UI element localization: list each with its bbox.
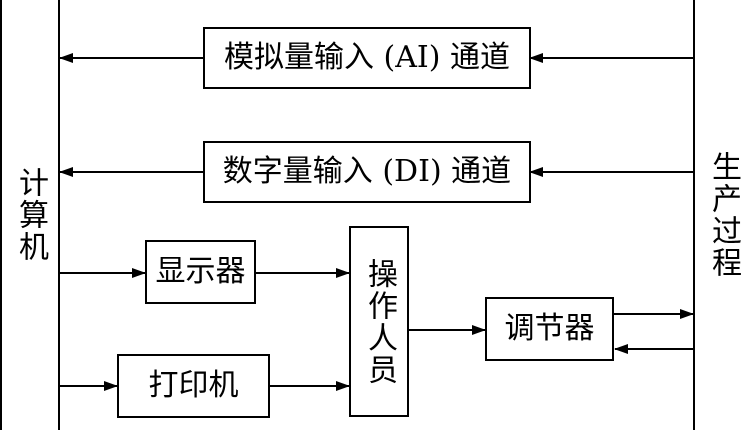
process-block: 生产过程	[693, 0, 751, 430]
printer-label: 打印机	[148, 368, 239, 403]
operator-label: 操作人员	[362, 257, 397, 386]
di-channel-block: 数字量输入 (DI) 通道	[203, 141, 531, 203]
computer-label: 计算机	[13, 167, 48, 263]
process-label: 生产过程	[706, 151, 741, 279]
ai-channel-label: 模拟量输入 (AI) 通道	[224, 40, 510, 75]
regulator-block: 调节器	[485, 297, 614, 361]
operator-block: 操作人员	[349, 226, 409, 417]
computer-block: 计算机	[0, 0, 60, 430]
printer-block: 打印机	[117, 354, 270, 418]
display-label: 显示器	[155, 254, 246, 289]
ai-channel-block: 模拟量输入 (AI) 通道	[203, 27, 531, 89]
di-channel-label: 数字量输入 (DI) 通道	[222, 154, 512, 189]
display-block: 显示器	[145, 240, 256, 304]
regulator-label: 调节器	[504, 311, 595, 346]
